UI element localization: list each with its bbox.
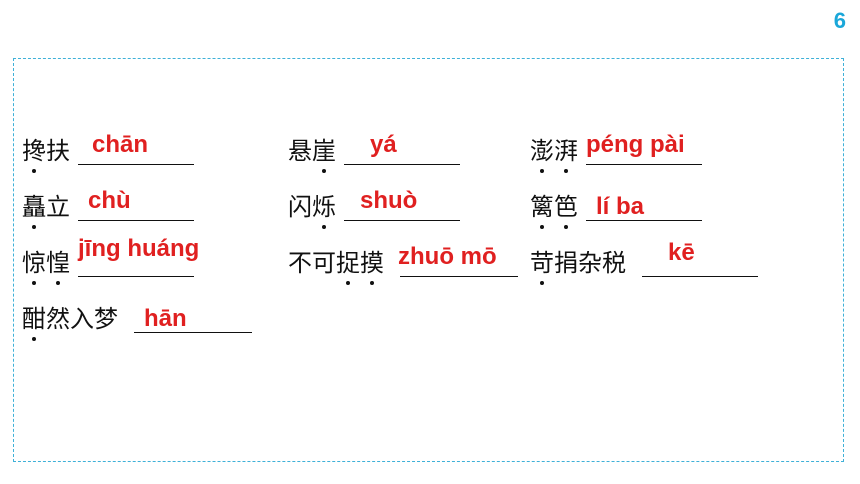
vocab-char: 笆: [554, 193, 578, 229]
vocab-word: 澎湃: [530, 137, 578, 173]
vocab-char: 闪: [288, 193, 312, 221]
vocab-entry: 澎湃 péng pài: [530, 131, 710, 173]
vocab-char: 搀: [22, 137, 46, 173]
vocab-char: 可: [312, 249, 336, 277]
vocab-entry: 闪烁 shuò: [288, 187, 468, 229]
vocab-char: 摸: [360, 249, 384, 285]
pinyin-answer: kē: [668, 239, 695, 266]
vocab-char: 不: [288, 249, 312, 277]
pinyin-answer: yá: [370, 131, 397, 158]
vocab-char: 杂: [578, 249, 602, 277]
vocab-char: 苛: [530, 249, 554, 285]
pinyin-answer: hān: [144, 305, 187, 332]
answer-blank: [642, 276, 758, 277]
vocab-char: 税: [602, 249, 626, 277]
vocab-entry: 不可捉摸 zhuō mō: [288, 243, 518, 285]
answer-blank: [78, 164, 194, 165]
vocab-entry: 矗立 chù: [22, 187, 202, 229]
vocab-char: 矗: [22, 193, 46, 229]
vocab-word: 闪烁: [288, 193, 336, 229]
vocab-char: 湃: [554, 137, 578, 173]
vocab-char: 然: [46, 305, 70, 333]
vocab-char: 捉: [336, 249, 360, 285]
vocab-char: 惊: [22, 249, 46, 285]
pinyin-answer: jīng huáng: [78, 235, 200, 262]
vocab-entry: 酣然入梦 hān: [22, 301, 262, 341]
vocab-char: 悬: [288, 137, 312, 165]
pinyin-answer: péng pài: [586, 131, 685, 158]
vocab-word: 搀扶: [22, 137, 70, 173]
vocab-char: 篱: [530, 193, 554, 229]
exercise-box: [13, 58, 844, 462]
vocab-entry: 篱笆 lí ba: [530, 189, 710, 229]
pinyin-answer: chān: [92, 131, 149, 158]
pinyin-answer: shuò: [360, 187, 418, 214]
vocab-char: 惶: [46, 249, 70, 285]
answer-blank: [78, 276, 194, 277]
answer-blank: [134, 332, 252, 333]
answer-blank: [400, 276, 518, 277]
vocab-char: 入: [70, 305, 94, 333]
pinyin-answer: lí ba: [596, 193, 645, 220]
answer-blank: [586, 164, 702, 165]
vocab-char: 梦: [94, 305, 118, 333]
vocab-char: 酣: [22, 305, 46, 341]
vocab-char: 崖: [312, 137, 336, 173]
vocab-word: 酣然入梦: [22, 305, 118, 341]
vocab-entry: 苛捐杂税 kē: [530, 239, 760, 285]
vocab-word: 悬崖: [288, 137, 336, 173]
vocab-word: 不可捉摸: [288, 249, 384, 285]
vocab-char: 澎: [530, 137, 554, 173]
vocab-entry: 搀扶 chān: [22, 131, 202, 173]
answer-blank: [344, 220, 460, 221]
vocab-word: 矗立: [22, 193, 70, 229]
answer-blank: [78, 220, 194, 221]
pinyin-answer: zhuō mō: [398, 243, 497, 270]
vocab-entry: 悬崖 yá: [288, 131, 468, 173]
vocab-char: 捐: [554, 249, 578, 277]
vocab-char: 立: [46, 193, 70, 221]
pinyin-answer: chù: [88, 187, 131, 214]
vocab-word: 苛捐杂税: [530, 249, 626, 285]
vocab-word: 篱笆: [530, 193, 578, 229]
vocab-entry: 惊惶 jīng huáng: [22, 235, 252, 285]
answer-blank: [344, 164, 460, 165]
answer-blank: [586, 220, 702, 221]
page-number: 6: [833, 8, 846, 33]
vocab-char: 烁: [312, 193, 336, 229]
vocab-word: 惊惶: [22, 249, 70, 285]
vocab-char: 扶: [46, 137, 70, 165]
